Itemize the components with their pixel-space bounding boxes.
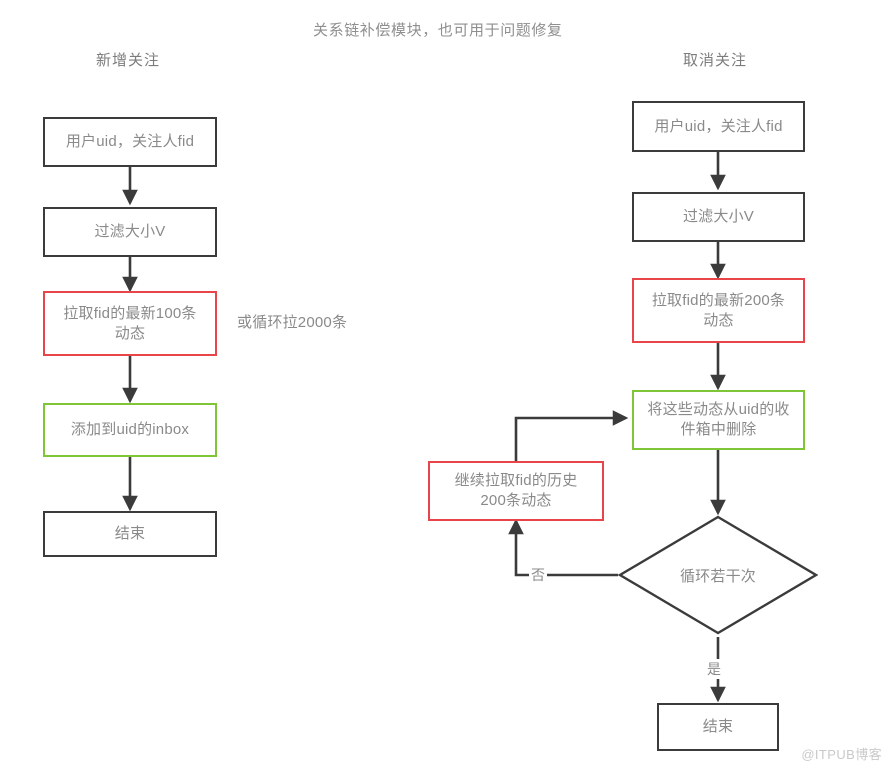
column-title-left: 新增关注	[96, 52, 161, 69]
node-right-loop-decision[interactable]: 循环若干次	[618, 515, 818, 635]
edge-label-no: 否	[529, 565, 547, 585]
node-right-loop-decision-label: 循环若干次	[679, 567, 756, 585]
node-left-pull-label: 拉取fid的最新100条 动态	[63, 304, 197, 342]
watermark: @ITPUB博客	[801, 747, 882, 762]
node-left-end-label: 结束	[114, 525, 146, 542]
node-right-continue-pull[interactable]: 继续拉取fid的历史 200条动态	[428, 461, 604, 521]
node-right-pull-label: 拉取fid的最新200条 动态	[651, 291, 786, 329]
node-right-end[interactable]: 结束	[657, 703, 779, 751]
column-title-right: 取消关注	[683, 52, 748, 69]
node-right-continue-pull-label: 继续拉取fid的历史 200条动态	[454, 472, 578, 509]
node-left-add-inbox-label: 添加到uid的inbox	[70, 421, 190, 438]
node-right-delete-inbox-label: 将这些动态从uid的收 件箱中删除	[647, 401, 790, 438]
node-left-filter[interactable]: 过滤大小V	[43, 207, 217, 257]
annotation-loop-2000: 或循环拉2000条	[237, 314, 348, 331]
node-left-add-inbox[interactable]: 添加到uid的inbox	[43, 403, 217, 457]
node-left-pull[interactable]: 拉取fid的最新100条 动态	[43, 291, 217, 356]
node-left-end[interactable]: 结束	[43, 511, 217, 557]
edge-r7-to-r4	[514, 410, 629, 461]
node-left-input-label: 用户uid，关注人fid	[65, 133, 195, 150]
node-right-end-label: 结束	[702, 718, 734, 735]
node-left-input[interactable]: 用户uid，关注人fid	[43, 117, 217, 167]
node-right-filter[interactable]: 过滤大小V	[632, 192, 805, 242]
node-left-filter-label: 过滤大小V	[94, 223, 166, 240]
edge-label-yes: 是	[705, 659, 723, 679]
node-right-input[interactable]: 用户uid，关注人fid	[632, 101, 805, 152]
diagram-title: 关系链补偿模块，也可用于问题修复	[313, 22, 563, 39]
node-right-delete-inbox[interactable]: 将这些动态从uid的收 件箱中删除	[632, 390, 805, 450]
node-right-input-label: 用户uid，关注人fid	[654, 117, 783, 135]
node-right-pull[interactable]: 拉取fid的最新200条 动态	[632, 278, 805, 343]
node-right-filter-label: 过滤大小V	[682, 208, 754, 225]
